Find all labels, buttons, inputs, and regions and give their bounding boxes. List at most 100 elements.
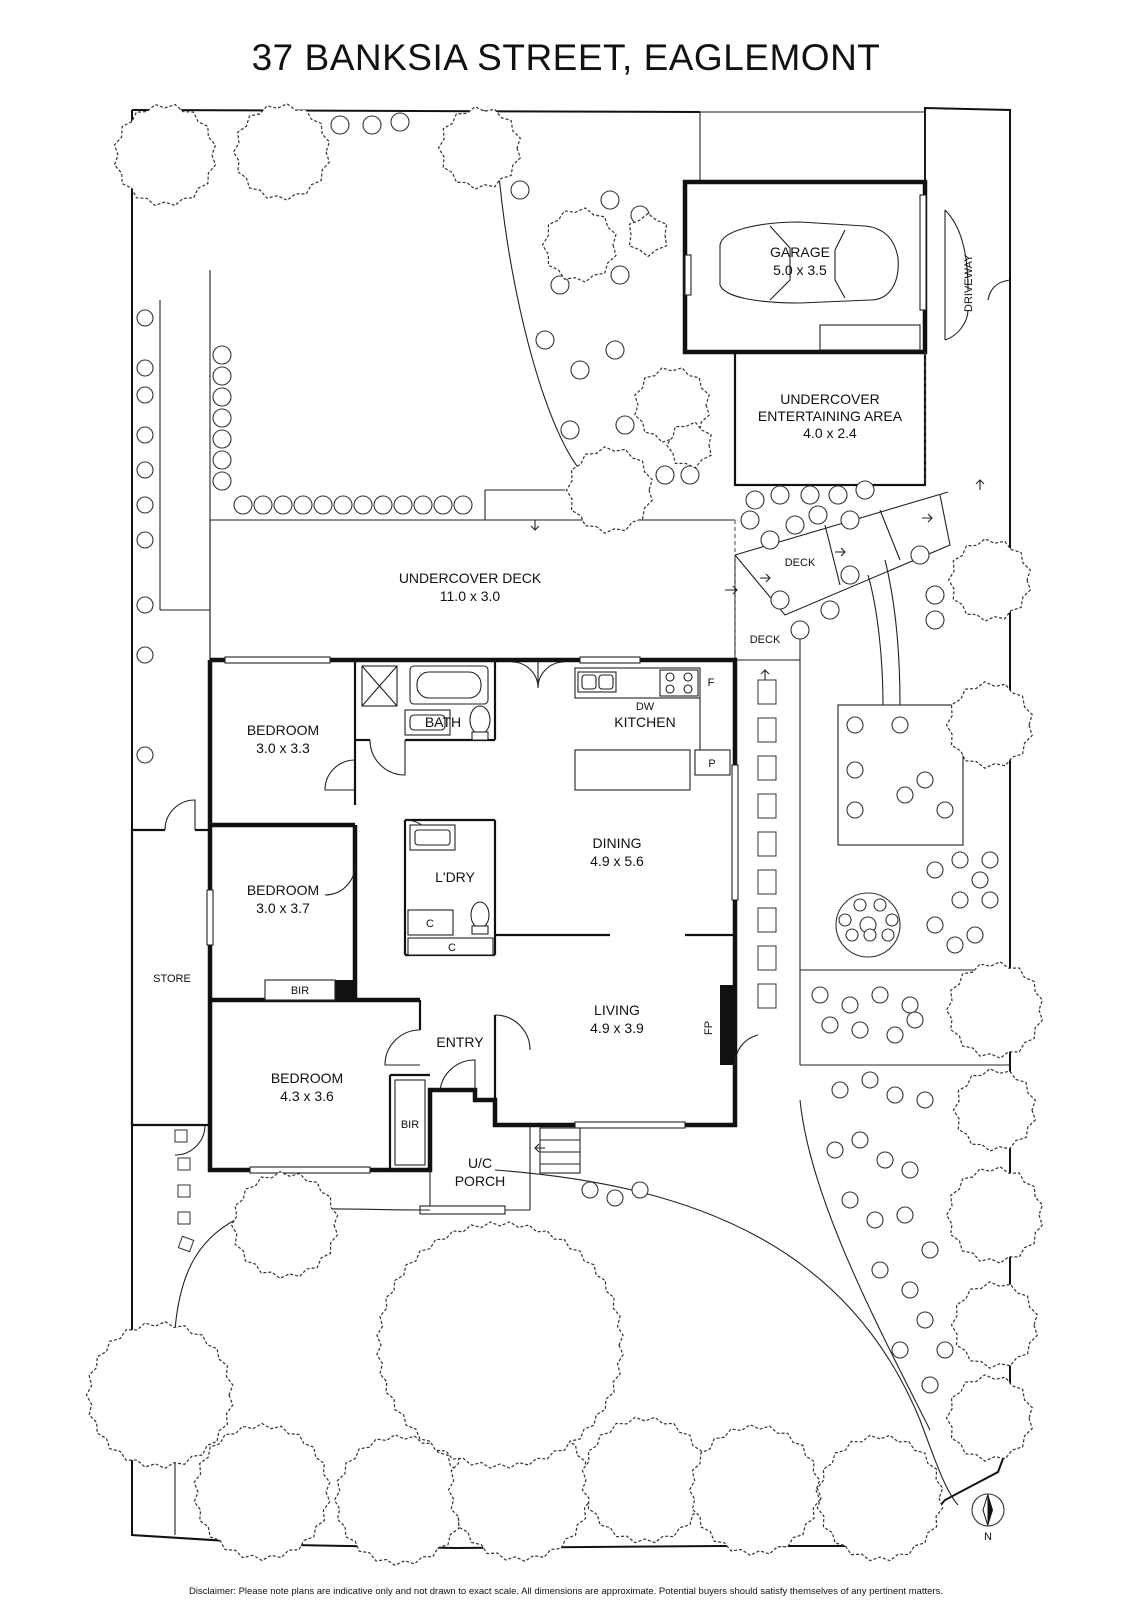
shrub-icon: [863, 928, 877, 942]
shrub-icon: [293, 495, 313, 515]
shrub-icon: [790, 620, 810, 640]
bedroom3-label: BEDROOM: [271, 1070, 343, 1086]
shrub-icon: [886, 1086, 904, 1104]
tree-icon: [437, 106, 521, 190]
shrub-icon: [841, 996, 859, 1014]
shrub-icon: [136, 531, 154, 549]
shrub-icon: [876, 1151, 894, 1169]
shrub-icon: [841, 1191, 859, 1209]
tree-icon: [947, 538, 1031, 622]
shrub-icon: [916, 1311, 934, 1329]
tree-icon: [950, 1281, 1038, 1369]
tree-icon: [945, 681, 1033, 769]
garage-label: GARAGE: [770, 244, 830, 260]
shrubs: [136, 112, 999, 1394]
shrub-icon: [820, 600, 840, 620]
shrub-icon: [800, 485, 820, 505]
shrub-icon: [951, 851, 969, 869]
shrub-icon: [936, 801, 954, 819]
deck-small-label-2: DECK: [750, 634, 781, 646]
shrub-icon: [330, 115, 350, 135]
shrub-icon: [826, 1141, 844, 1159]
compass-label: N: [984, 1531, 992, 1543]
porch-label-1: U/C: [468, 1155, 492, 1171]
shrub-icon: [605, 340, 625, 360]
undercover-deck: UNDERCOVER DECK 11.0 x 3.0: [209, 519, 738, 660]
shrub-icon: [560, 420, 580, 440]
shrub-icon: [136, 596, 154, 614]
shrub-icon: [390, 112, 410, 132]
shrub-icon: [212, 408, 232, 428]
shrub-icon: [971, 871, 989, 889]
shrub-icon: [510, 180, 530, 200]
windows: [206, 656, 739, 1174]
shrub-icon: [136, 461, 154, 479]
tree-icon: [945, 1374, 1033, 1462]
tree-icon: [85, 1321, 234, 1469]
deck-small-label-1: DECK: [785, 557, 816, 569]
shrub-icon: [811, 986, 829, 1004]
bedroom1-dims: 3.0 x 3.3: [256, 740, 310, 756]
shrub-icon: [916, 771, 934, 789]
shrub-icon: [808, 505, 828, 525]
garage-dims: 5.0 x 3.5: [773, 262, 827, 278]
shrub-icon: [838, 913, 852, 927]
laundry-fixtures: C C: [407, 824, 494, 956]
cooktop-icon: [659, 669, 699, 697]
shrub-icon: [871, 1261, 889, 1279]
shrub-icon: [846, 761, 864, 779]
shrub-icon: [212, 345, 232, 365]
shrub-icon: [393, 495, 413, 515]
fridge-label: F: [708, 677, 715, 689]
shrub-icon: [946, 936, 964, 954]
shrub-icon: [136, 426, 154, 444]
shrub-icon: [313, 495, 333, 515]
shrub-icon: [610, 265, 630, 285]
side-pavers: [174, 679, 777, 1253]
cupboard-label-2: C: [448, 942, 456, 954]
shrub-icon: [606, 1189, 624, 1207]
living-dims: 4.9 x 3.9: [590, 1020, 644, 1036]
shrub-icon: [821, 1016, 839, 1034]
shrub-icon: [680, 465, 700, 485]
driveway: DRIVEWAY: [944, 209, 1011, 341]
entertaining-label-1: UNDERCOVER: [780, 391, 880, 407]
shrub-icon: [851, 1021, 869, 1039]
shrub-icon: [581, 1181, 599, 1199]
shrub-icon: [570, 360, 590, 380]
tree-icon: [193, 1422, 331, 1562]
compass: N: [971, 1493, 1005, 1543]
shrub-icon: [212, 387, 232, 407]
shrub-icon: [936, 1341, 954, 1359]
shrub-icon: [901, 996, 919, 1014]
toilet-icon: [469, 705, 491, 735]
tree-icon: [232, 103, 331, 201]
porch: U/C PORCH: [419, 1125, 581, 1215]
shrub-icon: [891, 716, 909, 734]
dishwasher-label: DW: [636, 701, 655, 713]
tree-icon: [665, 421, 712, 469]
bir-label-2: BIR: [401, 1119, 419, 1131]
shrub-icon: [760, 530, 780, 550]
shrub-icon: [851, 1131, 869, 1149]
shrub-icon: [453, 495, 473, 515]
shrub-icon: [828, 485, 848, 505]
laundry-label: L'DRY: [435, 869, 475, 885]
garage: GARAGE 5.0 x 3.5: [682, 179, 928, 355]
shrub-icon: [136, 386, 154, 404]
bedroom1-label: BEDROOM: [247, 722, 319, 738]
shrub-icon: [212, 450, 232, 470]
car-icon: [719, 221, 899, 304]
built-in-robes: BIR BIR: [264, 979, 426, 1166]
entertaining-dims: 4.0 x 2.4: [803, 425, 857, 441]
dining-dims: 4.9 x 5.6: [590, 853, 644, 869]
shrub-icon: [212, 366, 232, 386]
porch-label-2: PORCH: [455, 1173, 506, 1189]
decks: DECK DECK: [734, 479, 985, 680]
tree-icon: [565, 446, 653, 534]
shrub-icon: [770, 590, 790, 610]
kitchen-label: KITCHEN: [614, 714, 675, 730]
dining-label: DINING: [593, 835, 642, 851]
shrub-icon: [886, 1026, 904, 1044]
entertaining-area: UNDERCOVER ENTERTAINING AREA 4.0 x 2.4: [733, 350, 927, 487]
